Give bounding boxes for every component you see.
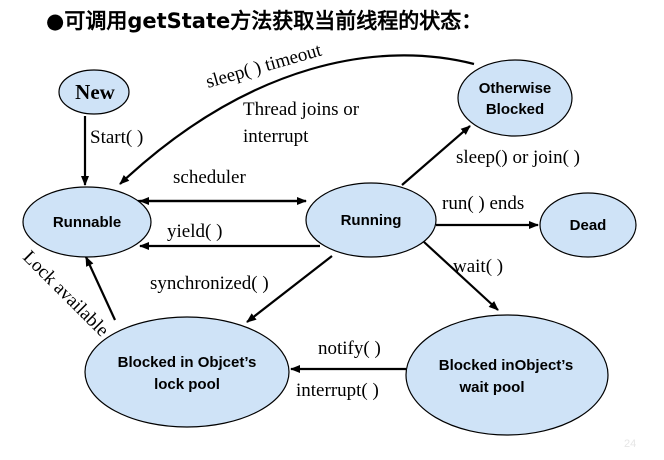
label-start: Start( )	[90, 127, 143, 148]
state-otherwise-blocked: Otherwise Blocked	[457, 59, 573, 137]
label-sleep-or-join: sleep() or join( )	[456, 147, 580, 168]
edge-sleep-timeout	[119, 54, 475, 185]
state-wait-pool-label-1: Blocked inObject’s	[439, 357, 573, 374]
heading: ●可调用getState方法获取当前线程的状态：	[46, 9, 482, 33]
state-running: Running	[305, 182, 437, 258]
label-synchronized: synchronized( )	[150, 273, 269, 294]
edge-wait	[423, 241, 499, 311]
state-otherwise-blocked-label-1: Otherwise	[479, 80, 552, 97]
state-lock-pool: Blocked in Objcet’s lock pool	[84, 316, 290, 428]
state-otherwise-blocked-label-2: Blocked	[486, 101, 544, 118]
label-thread-joins-2: interrupt	[243, 126, 309, 147]
state-wait-pool: Blocked inObject’s wait pool	[405, 314, 609, 436]
label-notify: notify( )	[318, 338, 381, 359]
edge-synchronized	[246, 255, 333, 323]
state-running-label: Running	[341, 212, 402, 229]
label-scheduler: scheduler	[173, 167, 246, 188]
label-run-ends: run( ) ends	[442, 193, 524, 214]
edge-lock-available	[85, 256, 116, 321]
label-interrupt: interrupt( )	[296, 380, 379, 401]
state-dead: Dead	[539, 192, 637, 258]
state-new: New	[58, 69, 130, 115]
label-wait: wait( )	[453, 256, 503, 277]
label-sleep-timeout: sleep( ) timeout	[204, 40, 325, 93]
state-runnable-label: Runnable	[53, 214, 121, 231]
label-thread-joins-1: Thread joins or	[243, 99, 360, 120]
label-lock-available: Lock available	[18, 247, 112, 341]
state-runnable: Runnable	[22, 186, 152, 258]
state-wait-pool-label-2: wait pool	[459, 379, 525, 396]
edge-sleep-or-join	[401, 125, 471, 186]
page-number: 24	[624, 438, 636, 450]
state-lock-pool-label-1: Blocked in Objcet’s	[118, 354, 257, 371]
state-new-label: New	[75, 80, 115, 104]
state-dead-label: Dead	[570, 217, 607, 234]
state-lock-pool-label-2: lock pool	[154, 376, 220, 393]
label-yield: yield( )	[167, 221, 222, 242]
